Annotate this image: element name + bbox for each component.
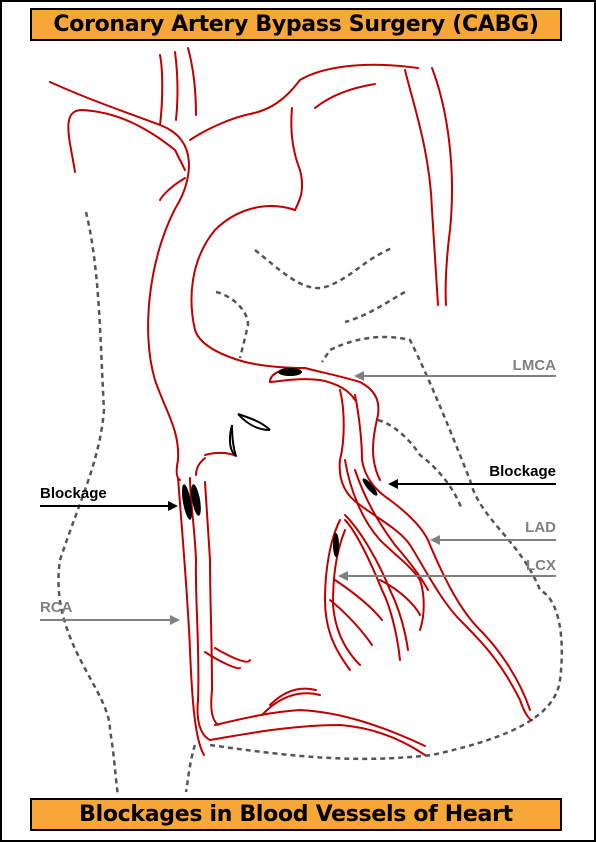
valve-leaflets: [228, 413, 271, 457]
subtitle-banner: Blockages in Blood Vessels of Heart: [30, 798, 562, 831]
heart-outline: [57, 211, 564, 796]
rca-label: RCA: [40, 599, 73, 616]
blockage-left-label: Blockage: [40, 485, 107, 502]
diagram-subtitle: Blockages in Blood Vessels of Heart: [79, 802, 513, 827]
rca-blockage-2: [191, 484, 201, 516]
lcx-blockage: [333, 533, 339, 557]
diagram-title: Coronary Artery Bypass Surgery (CABG): [53, 12, 539, 37]
blood-vessels: [49, 47, 533, 756]
arrows: [40, 371, 556, 625]
blockage-right-label: Blockage: [489, 463, 556, 480]
blockage-marks: [181, 368, 378, 557]
title-banner: Coronary Artery Bypass Surgery (CABG): [30, 8, 562, 41]
lad-blockage: [362, 478, 378, 496]
lmca-label: LMCA: [513, 357, 556, 374]
lmca-blockage: [278, 368, 302, 376]
lad-label: LAD: [525, 519, 556, 536]
rca-blockage-1: [181, 484, 193, 520]
lcx-label: LCX: [526, 557, 556, 574]
